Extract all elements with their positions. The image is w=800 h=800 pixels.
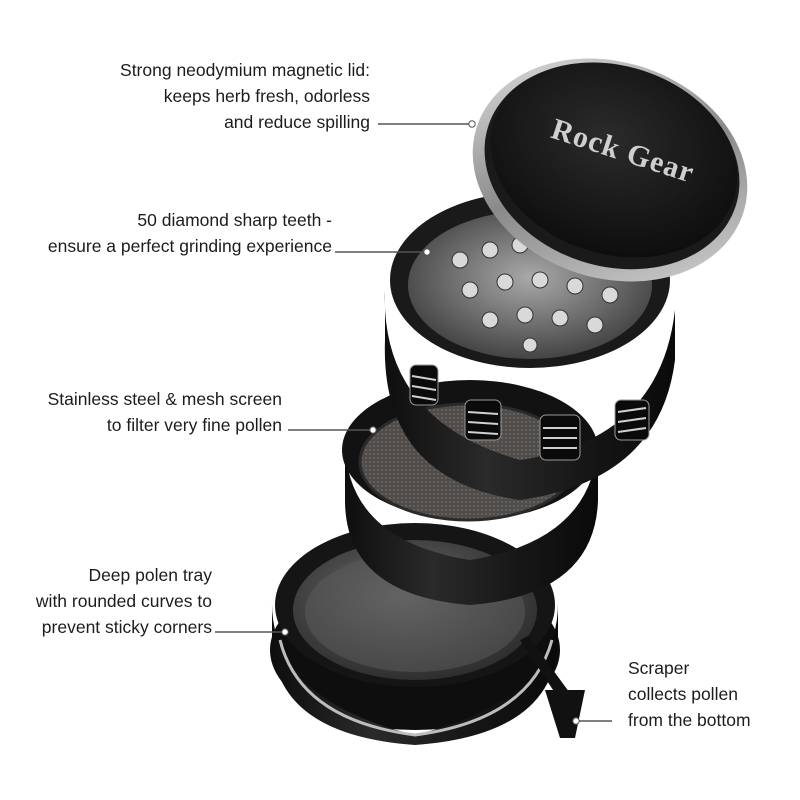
callout-screen-line-1: Stainless steel & mesh screen bbox=[47, 389, 282, 409]
callout-screen-line-2: to filter very fine pollen bbox=[106, 415, 282, 435]
callout-screen: Stainless steel & mesh screen to filter … bbox=[48, 386, 282, 438]
callout-tray-line-1: Deep polen tray bbox=[88, 565, 212, 585]
callout-scraper-line-1: Scraper bbox=[628, 658, 690, 678]
callout-tray-line-3: prevent sticky corners bbox=[41, 617, 212, 637]
callout-teeth-line-1: 50 diamond sharp teeth - bbox=[137, 210, 332, 230]
callout-scraper-line-3: from the bottom bbox=[628, 710, 751, 730]
callout-teeth: 50 diamond sharp teeth - ensure a perfec… bbox=[48, 207, 332, 259]
callout-lid-line-2: keeps herb fresh, odorless bbox=[163, 86, 370, 106]
scraper bbox=[520, 636, 585, 738]
callout-scraper: Scraper collects pollen from the bottom bbox=[628, 655, 751, 733]
callout-scraper-line-2: collects pollen bbox=[628, 684, 738, 704]
magnetic-lid: Rock Gear bbox=[472, 58, 748, 282]
callout-tray-line-2: with rounded curves to bbox=[35, 591, 212, 611]
callout-tray: Deep polen tray with rounded curves to p… bbox=[36, 562, 212, 640]
callout-lid-line-1: Strong neodymium magnetic lid: bbox=[120, 60, 370, 80]
callout-lid-line-3: and reduce spilling bbox=[224, 112, 370, 132]
callout-dots bbox=[281, 120, 580, 725]
callout-lines bbox=[215, 123, 612, 722]
callout-lid: Strong neodymium magnetic lid: keeps her… bbox=[120, 57, 370, 135]
callout-teeth-line-2: ensure a perfect grinding experience bbox=[47, 236, 332, 256]
